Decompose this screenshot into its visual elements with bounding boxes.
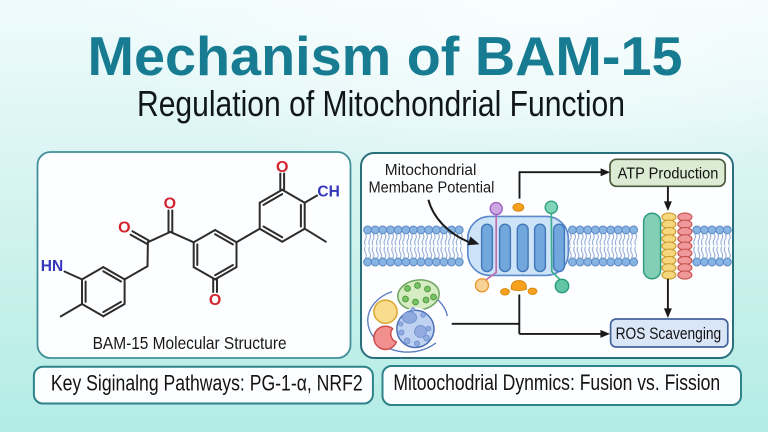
svg-text:ATP Production: ATP Production xyxy=(618,166,719,183)
svg-text:ROS Scavenging: ROS Scavenging xyxy=(616,325,722,343)
svg-text:CH: CH xyxy=(317,184,339,201)
svg-text:Regulation of Mitochondrial Fu: Regulation of Mitochondrial Function xyxy=(137,83,625,124)
svg-text:O: O xyxy=(118,220,130,237)
svg-text:O: O xyxy=(164,196,176,213)
svg-text:Mechanism of BAM-15: Mechanism of BAM-15 xyxy=(88,25,683,87)
svg-text:O: O xyxy=(276,159,288,176)
svg-text:HN: HN xyxy=(41,258,63,275)
svg-text:BAM-15 Molecular Structure: BAM-15 Molecular Structure xyxy=(93,333,287,353)
svg-text:Mitoochodrial Dynmics: Fusion: Mitoochodrial Dynmics: Fusion vs. Fissio… xyxy=(393,370,720,395)
svg-text:Mitochondrial: Mitochondrial xyxy=(385,162,477,179)
svg-text:Key Siginalng Pathways: PG-1-α: Key Siginalng Pathways: PG-1-α, NRF2 xyxy=(51,371,363,396)
svg-text:O: O xyxy=(209,292,221,309)
svg-text:Membane Potential: Membane Potential xyxy=(368,179,494,196)
